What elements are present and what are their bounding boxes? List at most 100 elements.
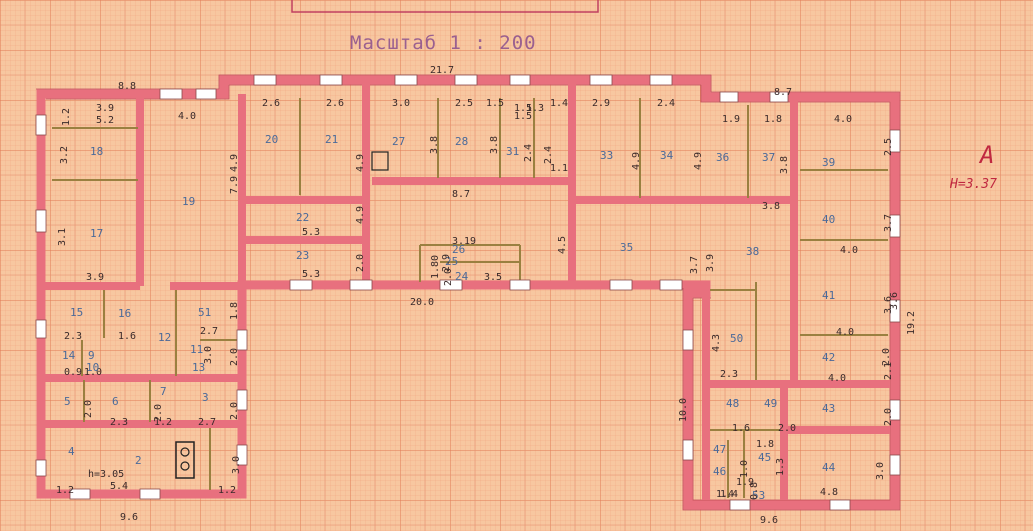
inner-dimension: 2.4 bbox=[523, 143, 535, 163]
room-number-24: 24 bbox=[455, 270, 469, 283]
room-dimension: 2.6 bbox=[326, 98, 345, 109]
room-number-18: 18 bbox=[90, 145, 104, 158]
room-dimension: 4.3 bbox=[711, 333, 723, 353]
inner-dimension: 1.4 bbox=[720, 489, 739, 500]
inner-dimension: 1.9 bbox=[736, 477, 755, 488]
outer-dimension: 5.4 bbox=[110, 481, 129, 492]
room-dimension: 1.2 bbox=[154, 417, 173, 428]
room-number-6: 6 bbox=[112, 395, 119, 408]
room-dimension: 1.0 bbox=[84, 367, 103, 378]
inner-dimension: 3.8 bbox=[429, 135, 441, 155]
room-dimension: 3.0 bbox=[392, 98, 411, 109]
room-dimension: 1.8 bbox=[764, 114, 783, 125]
room-number-41: 41 bbox=[822, 289, 836, 302]
inner-dimension: 1.6 bbox=[732, 423, 751, 434]
inner-dimension: 4.9 bbox=[693, 151, 705, 171]
room-number-53: 53 bbox=[752, 489, 766, 502]
room-number-43: 43 bbox=[822, 402, 836, 415]
inner-dimension: 1.2 bbox=[61, 107, 73, 127]
room-number-5: 5 bbox=[64, 395, 71, 408]
room-dimension: 3.0 bbox=[875, 461, 887, 481]
room-number-10: 10 bbox=[86, 361, 100, 374]
room-dimension: 0.9 bbox=[64, 367, 83, 378]
room-dimension: 2.9 bbox=[592, 98, 611, 109]
room-dimension: 1.6 bbox=[118, 331, 137, 342]
room-dimension: 3.1 bbox=[57, 227, 69, 247]
inner-dimension: 3.7 bbox=[689, 255, 701, 275]
inner-dimension: 2.0 bbox=[443, 267, 455, 287]
outer-dimension: 8.8 bbox=[118, 81, 137, 92]
room-dimension: 1.5 bbox=[486, 98, 505, 109]
room-number-7: 7 bbox=[160, 385, 167, 398]
inner-dimension: 2.0 bbox=[153, 403, 165, 423]
outer-dimension: 9.6 bbox=[120, 512, 139, 523]
room-number-44: 44 bbox=[822, 461, 836, 474]
room-number-25: 25 bbox=[445, 255, 459, 268]
room-number-9: 9 bbox=[88, 349, 95, 362]
scale-title: Масштаб 1 : 200 bbox=[350, 32, 537, 54]
room-number-51: 51 bbox=[198, 306, 212, 319]
room-number-14: 14 bbox=[62, 349, 76, 362]
inner-dimension: 3.8 bbox=[779, 155, 791, 175]
room-number-33: 33 bbox=[600, 149, 614, 162]
room-number-27: 27 bbox=[392, 135, 406, 148]
partitions bbox=[52, 98, 888, 498]
room-dimension: 2.3 bbox=[720, 369, 739, 380]
room-number-34: 34 bbox=[660, 149, 674, 162]
inner-dimension: 1.2 bbox=[56, 485, 75, 496]
room-dimension: 3.9 bbox=[86, 272, 105, 283]
inner-dimension: 2.0 bbox=[229, 347, 241, 367]
room-dimension: 2.4 bbox=[657, 98, 676, 109]
inner-dimension: 2.0 bbox=[883, 407, 895, 427]
room-number-47: 47 bbox=[713, 443, 727, 456]
room-number-20: 20 bbox=[265, 133, 279, 146]
outer-dimension: 4.8 bbox=[820, 487, 839, 498]
room-dimension: 1.9 bbox=[722, 114, 741, 125]
room-number-21: 21 bbox=[325, 133, 339, 146]
room-dimension: 4.0 bbox=[840, 245, 859, 256]
room-number-17: 17 bbox=[90, 227, 104, 240]
room-number-4: 4 bbox=[68, 445, 75, 458]
room-number-16: 16 bbox=[118, 307, 132, 320]
room-dimension: 3.2 bbox=[59, 145, 71, 165]
room-number-19: 19 bbox=[182, 195, 196, 208]
ceiling-height-label: Н=3.37 bbox=[950, 177, 997, 192]
inner-dimension: 2.0 bbox=[229, 401, 241, 421]
room-dimension: 2.5 bbox=[455, 98, 474, 109]
room-number-11: 11 bbox=[190, 343, 204, 356]
room-dimension: 3.9 bbox=[705, 253, 717, 273]
stove-icon bbox=[175, 441, 195, 479]
room-dimension: 4.0 bbox=[178, 111, 197, 122]
room-dimension: 2.3 bbox=[110, 417, 129, 428]
inner-dimension: 2.4 bbox=[543, 145, 555, 165]
room-dimension: 2.7 bbox=[198, 417, 217, 428]
room-number-23: 23 bbox=[296, 249, 310, 262]
outer-dimension: 19.2 bbox=[906, 310, 918, 336]
room-number-35: 35 bbox=[620, 241, 634, 254]
stamp-box bbox=[291, 0, 599, 13]
room-height-note: h=3.05 bbox=[88, 469, 125, 480]
inner-dimension: 3.0 bbox=[231, 455, 243, 475]
inner-dimension: 3.8 bbox=[489, 135, 501, 155]
inner-dimension: 5.2 bbox=[96, 115, 115, 126]
room-number-45: 45 bbox=[758, 451, 772, 464]
room-dimension: 3.0 bbox=[203, 345, 215, 365]
inner-dimension: 0.8 bbox=[749, 481, 761, 501]
room-number-28: 28 bbox=[455, 135, 469, 148]
room-number-3: 3 bbox=[202, 391, 209, 404]
inner-walls bbox=[45, 84, 890, 500]
room-dimension: 5.3 bbox=[302, 269, 321, 280]
inner-dimension: 4.9 bbox=[355, 153, 367, 173]
inner-dimension: 1.3 bbox=[526, 103, 545, 114]
inner-dimension: 3.7 bbox=[883, 213, 895, 233]
outer-dimension: 20.0 bbox=[410, 297, 435, 308]
inner-dimension: 2.0 bbox=[355, 253, 367, 273]
inner-dimension: 3.6 bbox=[883, 295, 895, 315]
outer-dimension: 9.6 bbox=[760, 515, 779, 526]
room-dimension: 1.8 bbox=[229, 301, 241, 321]
room-dimension: 2.0 bbox=[83, 399, 95, 419]
room-number-42: 42 bbox=[822, 351, 836, 364]
inner-dimension: 3.9 bbox=[96, 103, 115, 114]
inner-dimension: 1.5 bbox=[514, 111, 533, 122]
inner-dimension: 1.4 bbox=[550, 98, 569, 109]
